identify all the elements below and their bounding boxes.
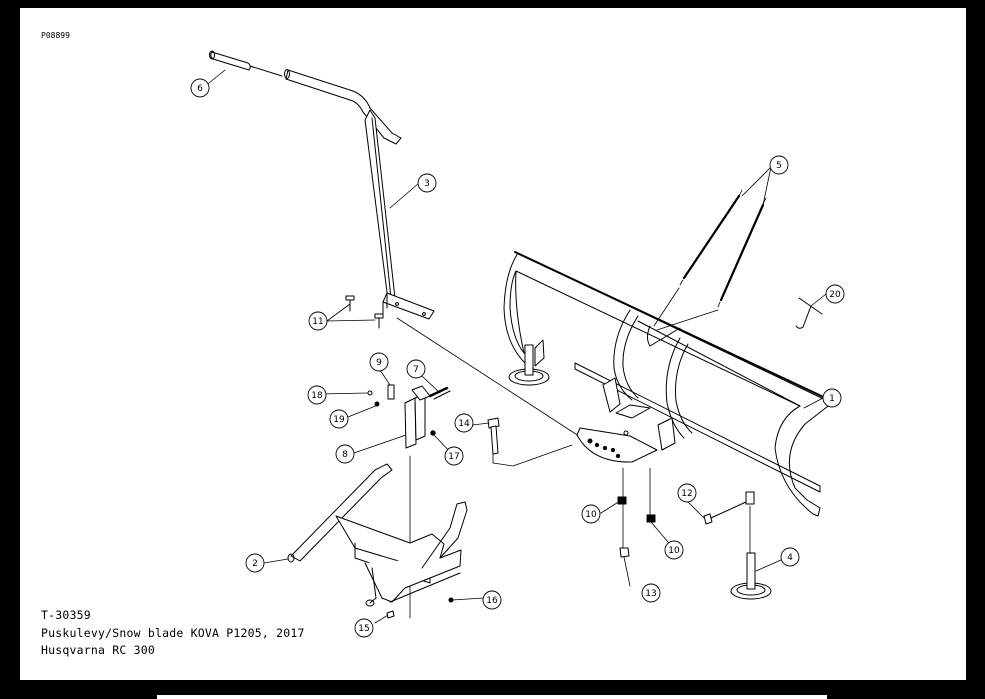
handle-grip [209, 50, 283, 77]
callout-1: 1 [829, 394, 835, 404]
title-block-description: Puskulevy/Snow blade KOVA P1205, 2017 [41, 626, 305, 640]
callout-20: 20 [829, 290, 841, 300]
leader-lines [202, 69, 827, 624]
pivot-plate [576, 377, 676, 463]
bolt-14 [487, 417, 500, 455]
springs-5 [682, 194, 765, 302]
callout-2: 2 [252, 559, 258, 569]
callout-17: 17 [448, 452, 459, 462]
assembly-lines [396, 317, 751, 619]
callout-labels: 6 3 5 20 1 11 18 19 9 7 8 17 14 10 10 12… [197, 84, 841, 634]
callout-circles [190, 78, 845, 638]
callout-4: 4 [787, 553, 793, 563]
callout-13: 13 [645, 589, 656, 599]
callout-15: 15 [358, 624, 369, 634]
callout-11: 11 [312, 317, 323, 327]
handle-plate [382, 292, 435, 320]
lift-bracket [367, 384, 451, 449]
drawing-id: P08899 [41, 31, 70, 40]
bolt-12 [703, 501, 747, 525]
callout-10a: 10 [585, 510, 597, 520]
callout-10b: 10 [668, 546, 680, 556]
title-block-model: Husqvarna RC 300 [41, 643, 155, 657]
blade-shoe-left [508, 339, 550, 386]
callout-18: 18 [311, 391, 323, 401]
nuts [617, 496, 656, 558]
callout-12: 12 [681, 489, 692, 499]
callout-8: 8 [342, 450, 348, 460]
callout-7: 7 [413, 365, 419, 375]
callout-14: 14 [458, 419, 470, 429]
callout-19: 19 [333, 415, 345, 425]
drawing-sheet: P08899 [20, 8, 966, 680]
blade-shoe-right [730, 491, 772, 600]
snow-blade [503, 251, 833, 517]
callout-5: 5 [776, 161, 782, 171]
lift-frame [287, 463, 468, 619]
t-pin-20 [795, 297, 823, 329]
handle-bar [284, 69, 402, 301]
title-block-code: T-30359 [41, 608, 91, 622]
callout-9: 9 [376, 358, 382, 368]
callout-6: 6 [197, 84, 203, 94]
exploded-view-drawing: 6 3 5 20 1 11 18 19 9 7 8 17 14 10 10 12… [190, 50, 845, 638]
bottom-strip [157, 695, 827, 699]
callout-3: 3 [424, 179, 430, 189]
callout-16: 16 [486, 596, 498, 606]
bolts-11 [345, 295, 384, 329]
